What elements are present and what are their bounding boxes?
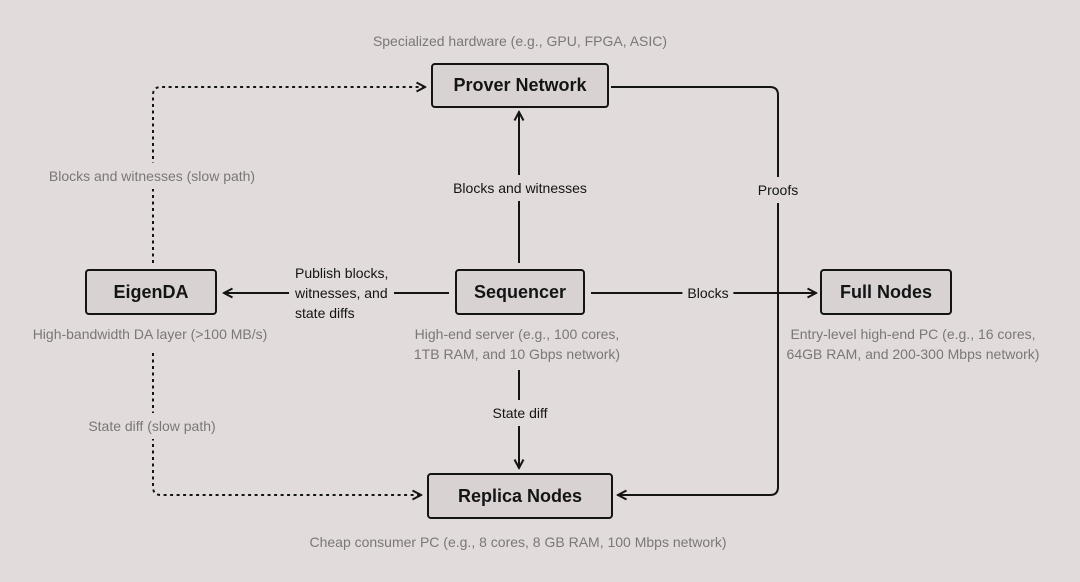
description-line: High-bandwidth DA layer (>100 MB/s) [32, 326, 268, 342]
description-line: Specialized hardware (e.g., GPU, FPGA, A… [372, 33, 668, 49]
edge-label-sequencer-to-replica-nodes: State diff [487, 400, 553, 426]
eigenda-description: High-bandwidth DA layer (>100 MB/s) [0, 324, 300, 344]
replica-nodes-description: Cheap consumer PC (e.g., 8 cores, 8 GB R… [218, 532, 818, 552]
node-sequencer: Sequencer [455, 269, 585, 315]
edge-label-eigenda-to-replica-nodes: State diff (slow path) [83, 413, 221, 439]
edge-label-line: state diffs [295, 305, 355, 321]
description-line: Entry-level high-end PC (e.g., 16 cores, [790, 326, 1036, 342]
description-line: High-end server (e.g., 100 cores, [414, 326, 620, 342]
description-line: 1TB RAM, and 10 Gbps network) [413, 346, 621, 362]
sequencer-description: High-end server (e.g., 100 cores, 1TB RA… [367, 324, 667, 364]
description-line: Cheap consumer PC (e.g., 8 cores, 8 GB R… [309, 534, 727, 550]
edge-label-prover-network-to-replica-nodes: Proofs [752, 177, 804, 203]
node-full-nodes: Full Nodes [820, 269, 952, 315]
node-replica-nodes: Replica Nodes [427, 473, 613, 519]
node-prover-network: Prover Network [431, 63, 609, 108]
node-label: Full Nodes [839, 281, 932, 302]
edge-prover-network-to-replica-nodes [611, 86, 779, 495]
node-label: EigenDA [113, 281, 189, 302]
node-label: Prover Network [453, 75, 587, 95]
edge-label-eigenda-to-prover-network: Blocks and witnesses (slow path) [43, 163, 261, 189]
edge-label-sequencer-to-eigenda: Publish blocks, witnesses, and state dif… [289, 262, 395, 324]
description-line: 64GB RAM, and 200-300 Mbps network) [786, 346, 1040, 362]
prover-network-description: Specialized hardware (e.g., GPU, FPGA, A… [270, 31, 770, 51]
edge-label-line: witnesses, and [295, 285, 388, 301]
edge-label-sequencer-to-full-nodes: Blocks [682, 280, 734, 306]
node-label: Replica Nodes [457, 485, 583, 506]
node-eigenda: EigenDA [85, 269, 217, 315]
node-label: Sequencer [473, 281, 567, 302]
full-nodes-description: Entry-level high-end PC (e.g., 16 cores,… [763, 324, 1063, 364]
edge-label-line: Publish blocks, [295, 265, 389, 281]
edge-label-sequencer-to-prover-network: Blocks and witnesses [448, 175, 592, 201]
